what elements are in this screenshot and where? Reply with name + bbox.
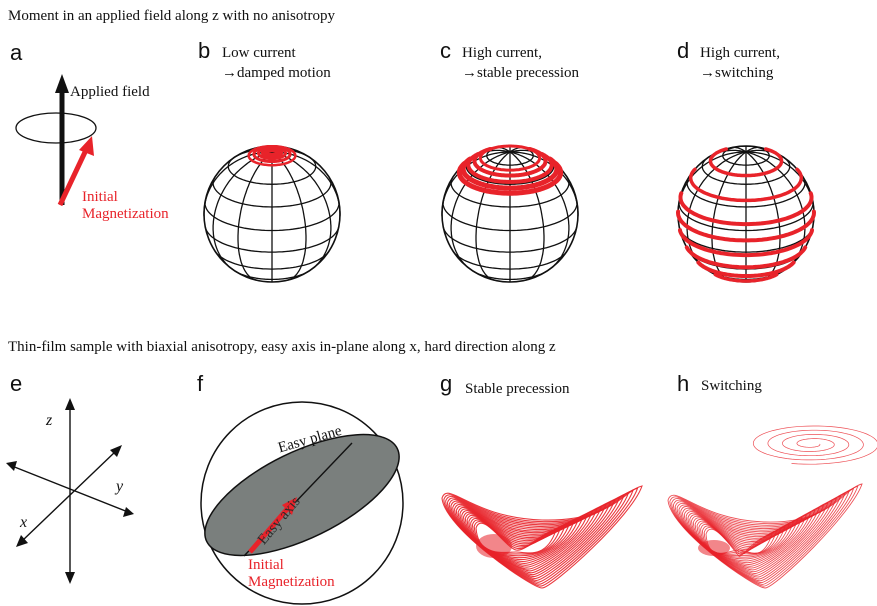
- trajectory-h-loops: [668, 426, 877, 588]
- trajectory-h: [662, 422, 872, 592]
- label-initial-magnetization-f2: Magnetization: [248, 573, 335, 591]
- label-initial-magnetization-f1: Initial: [248, 556, 284, 574]
- trajectory-g: [436, 470, 658, 592]
- trajectory-g-loops: [442, 486, 642, 588]
